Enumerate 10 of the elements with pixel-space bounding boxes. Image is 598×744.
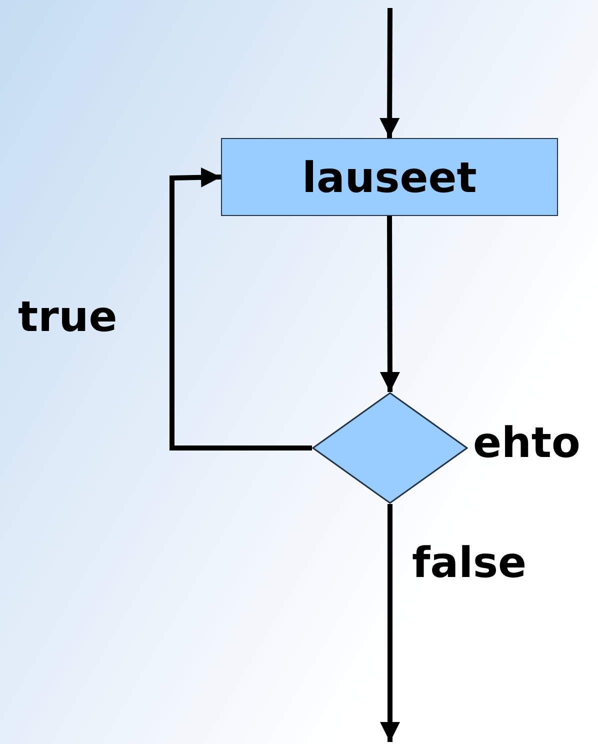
arrow (380, 8, 400, 138)
process-box (221, 138, 558, 216)
edge-label: false (412, 542, 526, 584)
arrow (380, 504, 400, 742)
edge-label: true (18, 296, 118, 338)
condition-label: ehto (473, 422, 580, 464)
node-label: lauseet (302, 152, 477, 202)
decision-diamond (312, 392, 468, 504)
arrow (170, 167, 312, 450)
arrow (380, 216, 400, 392)
